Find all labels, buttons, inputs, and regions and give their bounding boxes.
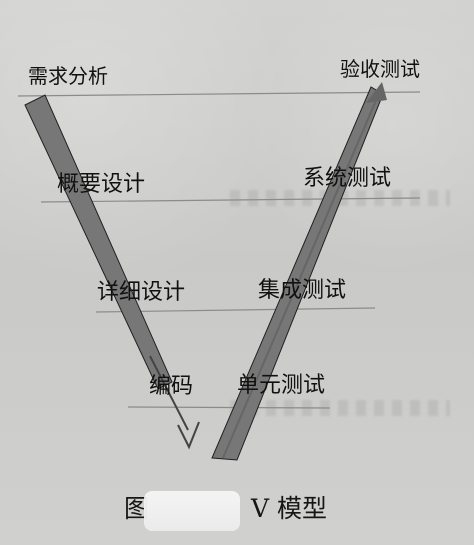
coding-label: 编码 — [149, 374, 194, 399]
acceptance-testing-label: 验收测试 — [340, 57, 420, 81]
high-level-design-label: 概要设计 — [57, 172, 146, 197]
system-testing-label: 系统测试 — [303, 166, 392, 191]
unit-testing-label: 单元测试 — [237, 373, 326, 398]
level-line-3 — [95, 307, 376, 313]
level-line-4 — [127, 406, 331, 409]
figure-caption: 图 V 模型 — [124, 491, 374, 536]
integration-testing-label: 集成测试 — [258, 278, 347, 303]
redacted-figure-number — [144, 491, 240, 531]
up-arrow-head — [366, 82, 387, 103]
down-arrow-shaft — [149, 355, 189, 431]
level-line-2 — [40, 197, 421, 203]
requirements-analysis-label: 需求分析 — [28, 64, 108, 88]
detailed-design-label: 详细设计 — [97, 280, 186, 305]
level-line-1 — [17, 91, 421, 97]
down-arrow-head — [177, 421, 200, 450]
up-arrow-shaft — [222, 90, 381, 459]
left-v-band — [24, 94, 173, 390]
v-model-title: V 模型 — [251, 494, 328, 523]
